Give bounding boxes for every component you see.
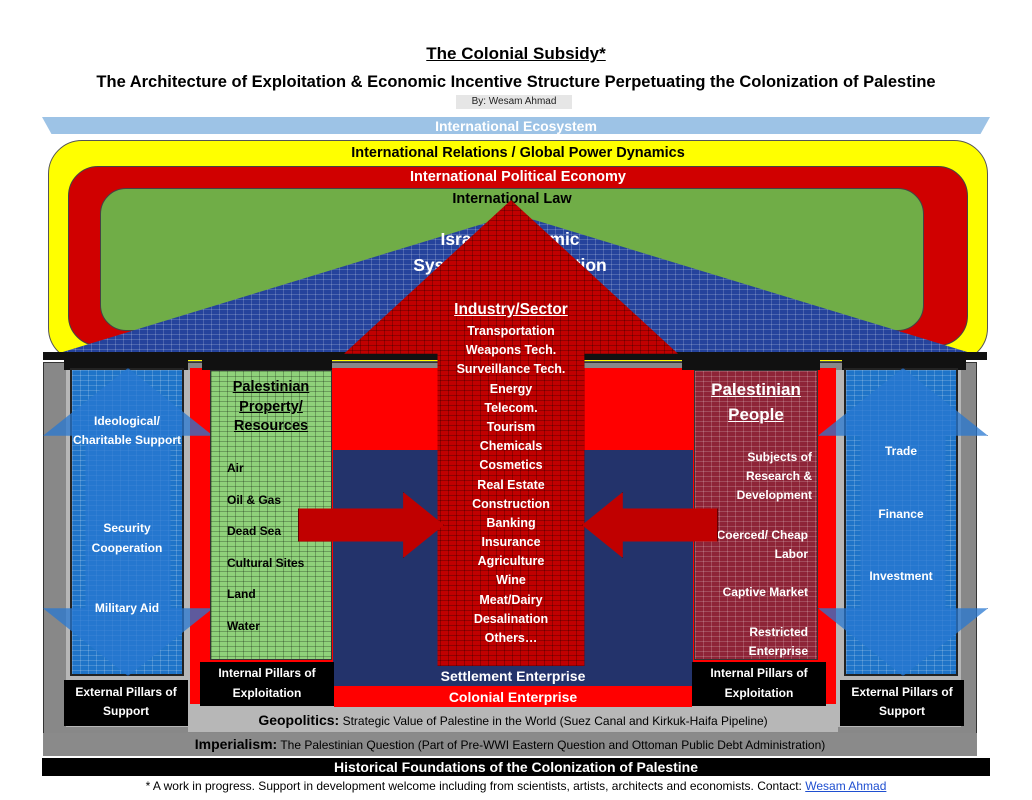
- ecosystem-band: [42, 117, 990, 134]
- diagram-title: The Colonial Subsidy*: [426, 44, 606, 63]
- people-heading: Palestinian People: [711, 380, 801, 424]
- industry-item: Construction: [472, 496, 550, 511]
- resources-item: Water: [227, 618, 260, 633]
- political-economy-label: International Political Economy: [410, 169, 626, 185]
- international-law-label: International Law: [452, 191, 572, 207]
- imperialism-label: Imperialism:: [194, 736, 278, 752]
- right-outer-item-3: Investment: [869, 569, 933, 583]
- resources-base: Internal Pillars of Exploitation: [200, 662, 334, 706]
- industry-item: Weapons Tech.: [465, 343, 557, 358]
- resources-list: Air Oil & Gas Dead Sea Cultural Sites La…: [227, 461, 304, 650]
- historical-foundations-band: Historical Foundations of the Colonizati…: [42, 758, 990, 776]
- author-label: By: Wesam Ahmad: [456, 95, 572, 109]
- eave-post-2: [202, 352, 332, 370]
- left-outer-item-2: Security Cooperation: [91, 521, 163, 556]
- footer-note-text: * A work in progress. Support in develop…: [145, 779, 802, 793]
- colonial-enterprise-band: Colonial Enterprise: [334, 687, 692, 707]
- industry-item: Tourism: [486, 419, 536, 434]
- industry-item: Desalination: [473, 611, 549, 626]
- industry-item: Cosmetics: [479, 458, 543, 473]
- footer-note: * A work in progress. Support in develop…: [0, 779, 1032, 793]
- people-base: Internal Pillars of Exploitation: [692, 662, 826, 706]
- imperialism-row: Imperialism: The Palestinian Question (P…: [43, 736, 977, 752]
- industry-item: Agriculture: [477, 554, 545, 569]
- industry-item: Meat/Dairy: [479, 592, 543, 607]
- left-outer-item-3: Military Aid: [94, 601, 160, 615]
- ecosystem-label: International Ecosystem: [435, 118, 597, 134]
- people-item-1: Subjects of Research & Development: [736, 450, 812, 503]
- resources-item: Air: [227, 461, 244, 475]
- right-outer-base: External Pillars of Support: [840, 680, 964, 726]
- left-outer-item-1: Ideological/ Charitable Support: [72, 414, 181, 448]
- industry-heading: Industry/Sector: [454, 301, 568, 318]
- right-outer-item-2: Finance: [878, 507, 924, 521]
- industry-item: Transportation: [467, 324, 555, 338]
- industry-item: Surveillance Tech.: [456, 362, 566, 377]
- settlement-enterprise-label: Settlement Enterprise: [334, 666, 692, 686]
- left-outer-base: External Pillars of Support: [64, 680, 188, 726]
- geopolitics-label: Geopolitics:: [258, 712, 340, 728]
- industry-item: Insurance: [481, 535, 541, 550]
- resources-heading: Palestinian Property/ Resources: [232, 379, 310, 435]
- industry-item: Real Estate: [477, 477, 545, 492]
- eave-post-1: [64, 352, 188, 370]
- industry-item: Wine: [496, 573, 526, 588]
- geopolitics-row: Geopolitics: Strategic Value of Palestin…: [150, 712, 876, 728]
- people-item-2: Coerced/ Cheap Labor: [716, 528, 808, 562]
- industry-item: Chemicals: [479, 439, 543, 454]
- eave-post-3: [682, 352, 820, 370]
- geopolitics-text: Strategic Value of Palestine in the Worl…: [342, 714, 768, 728]
- people-item-3: Captive Market: [722, 585, 808, 599]
- imperialism-band: [43, 733, 977, 756]
- resources-item: Oil & Gas: [227, 492, 282, 507]
- industry-item: Banking: [486, 515, 536, 530]
- contact-link[interactable]: Wesam Ahmad: [805, 779, 887, 793]
- industry-item: Others…: [484, 631, 538, 645]
- relations-label: International Relations / Global Power D…: [351, 145, 685, 161]
- resources-item: Land: [227, 587, 256, 601]
- diagram-subtitle: The Architecture of Exploitation & Econo…: [96, 73, 936, 91]
- eave-post-4: [842, 352, 966, 370]
- industry-list: Transportation Weapons Tech. Surveillanc…: [436, 324, 586, 650]
- people-item-4: Restricted Enterprise: [748, 625, 808, 659]
- right-outer-item-1: Trade: [884, 444, 917, 458]
- imperialism-text: The Palestinian Question (Part of Pre-WW…: [280, 738, 826, 752]
- industry-item: Energy: [489, 381, 533, 396]
- industry-item: Telecom.: [484, 400, 538, 415]
- resources-item: Dead Sea: [227, 524, 282, 538]
- geopolitics-band: [188, 710, 838, 732]
- resources-item: Cultural Sites: [227, 555, 305, 570]
